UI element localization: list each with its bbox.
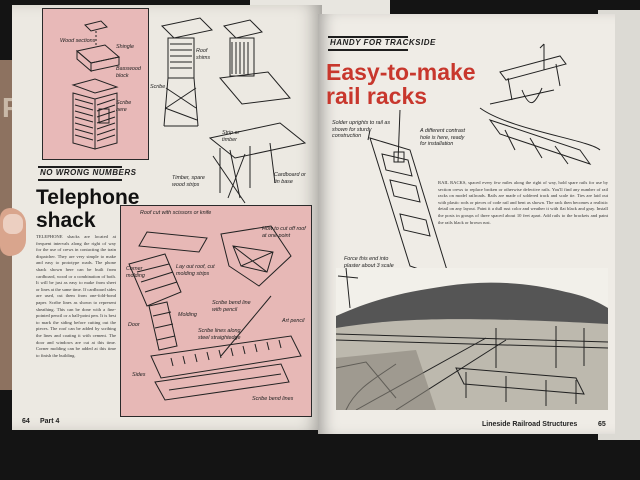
label-solder-uprights: Solder uprights to rail as shown for stu… bbox=[332, 120, 391, 139]
label-strip-or-timber: Strip or timber bbox=[222, 130, 240, 143]
label-cardboard-base: Cardboard or tin base bbox=[274, 172, 306, 185]
label-art-pencil: Art pencil bbox=[282, 318, 305, 324]
telephone-shack-cutting-drawing bbox=[128, 225, 302, 401]
label-different-contrast-hole: A different contrast hole is here, ready… bbox=[420, 128, 466, 147]
label-wood-sections: Wood sections bbox=[60, 38, 96, 44]
thumbnail bbox=[3, 214, 23, 234]
right-kicker-rule bbox=[328, 36, 408, 38]
left-kicker-rule-bottom bbox=[38, 179, 122, 181]
rail-rack-detail-drawings bbox=[367, 43, 601, 280]
label-sides: Sides bbox=[132, 372, 146, 378]
rail-rack-trackside-scene bbox=[336, 268, 608, 410]
label-lay-out-roof: Lay out roof, cut molding strips bbox=[176, 264, 215, 277]
label-scribe-here: Scribe here bbox=[116, 100, 132, 113]
telephone-shack-exploded-drawing bbox=[71, 20, 121, 150]
telephone-shack-assembly-drawing bbox=[160, 17, 307, 204]
right-folio: 65 bbox=[598, 421, 606, 428]
right-footer-title: Lineside Railroad Structures bbox=[482, 421, 578, 428]
right-kicker-rule-bottom bbox=[328, 49, 408, 51]
label-scribe-bend-line: Scribe bend line with pencil bbox=[212, 300, 251, 313]
label-scribe-bend-lines: Scribe bend lines bbox=[252, 396, 294, 402]
left-kicker: NO WRONG NUMBERS bbox=[40, 168, 137, 177]
label-molding: Molding bbox=[178, 312, 197, 318]
label-scribe-lines-steel: Scribe lines along steel straightedge bbox=[198, 328, 241, 341]
telephone-shack-cutting-drawing-panel bbox=[120, 205, 312, 417]
label-cut-off-roof: How to cut off roof at one point bbox=[262, 226, 306, 239]
left-part-label: Part 4 bbox=[40, 418, 60, 425]
right-headline-line2: rail racks bbox=[326, 83, 428, 109]
left-headline-line2: shack bbox=[36, 209, 96, 232]
label-roof-cut: Roof cut with scissors or knife bbox=[140, 210, 212, 216]
left-kicker-rule bbox=[38, 166, 122, 168]
right-kicker: HANDY FOR TRACKSIDE bbox=[330, 38, 436, 47]
label-basswood-block: Basswood block bbox=[116, 66, 141, 79]
telephone-shack-exploded-drawing-panel bbox=[42, 8, 149, 160]
right-headline-line1: Easy-to-make bbox=[326, 59, 476, 85]
label-corner-molding: Corner molding bbox=[126, 266, 145, 279]
left-headline-line1: Telephone bbox=[36, 186, 140, 209]
left-body-text: TELEPHONE shacks are located at frequent… bbox=[36, 234, 116, 358]
label-door: Door bbox=[128, 322, 140, 328]
label-scribe: Scribe bbox=[150, 84, 166, 90]
label-roof-shims: Roof shims bbox=[196, 48, 211, 61]
label-shingle: Shingle bbox=[116, 44, 134, 50]
right-body-text: RAIL RACKS, spaced every few miles along… bbox=[438, 180, 608, 225]
left-folio: 64 bbox=[22, 418, 30, 425]
label-timber-spare-wood-strips: Timber, spare wood strips bbox=[172, 175, 205, 188]
